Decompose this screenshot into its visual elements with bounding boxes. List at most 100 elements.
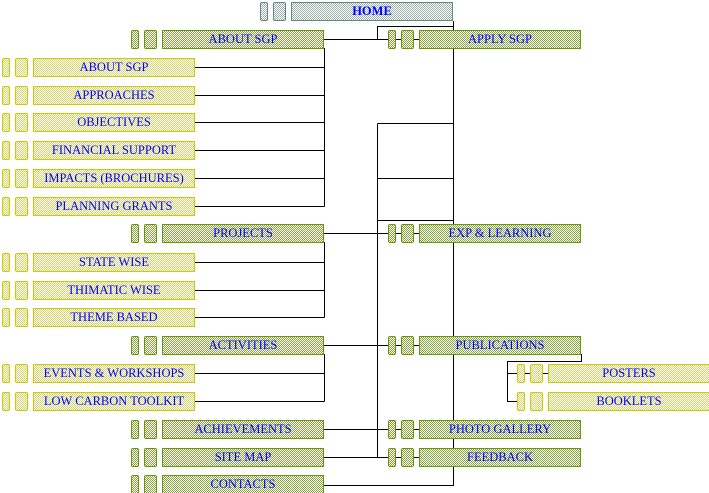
node-apply-sgp: APPLY SGP [388,30,588,49]
link-feedback[interactable]: FEEDBACK [419,448,581,467]
node-planning-grants: PLANNING GRANTS [2,197,202,216]
link-about-sgp[interactable]: ABOUT SGP [33,58,195,77]
node-approaches: APPROACHES [2,86,202,105]
bullet-icon [517,364,525,383]
link-contacts[interactable]: CONTACTS [162,475,324,493]
bullet-icon [2,86,10,105]
bullet-icon [15,253,28,272]
node-posters: POSTERS [517,364,709,383]
bullet-icon [388,224,396,243]
node-exp-learning: EXP & LEARNING [388,224,588,243]
bullet-icon [15,169,28,188]
node-booklets: BOOKLETS [517,392,709,411]
node-impacts-brochures: IMPACTS (BROCHURES) [2,169,202,188]
bullet-icon [144,448,157,467]
bullet-icon [2,392,10,411]
link-financial-support[interactable]: FINANCIAL SUPPORT [33,141,195,160]
link-activities[interactable]: ACTIVITIES [162,336,324,355]
bullet-icon [401,336,414,355]
node-state-wise: STATE WISE [2,253,202,272]
node-projects: PROJECTS [131,224,331,243]
bullet-icon [2,169,10,188]
bullet-icon [15,141,28,160]
link-events-workshops[interactable]: EVENTS & WORKSHOPS [33,364,195,383]
link-state-wise[interactable]: STATE WISE [33,253,195,272]
bullet-icon [2,58,10,77]
node-about-sgp: ABOUT SGP [131,30,331,49]
bullet-icon [15,364,28,383]
bullet-icon [2,308,10,327]
bullet-icon [2,197,10,216]
bullet-icon [517,392,525,411]
node-home: HOME [260,2,460,21]
bullet-icon [144,336,157,355]
bullet-icon [401,224,414,243]
bullet-icon [388,336,396,355]
link-publications[interactable]: PUBLICATIONS [419,336,581,355]
node-achievements: ACHIEVEMENTS [131,420,331,439]
bullet-icon [144,224,157,243]
bullet-icon [2,253,10,272]
link-low-carbon-toolkit[interactable]: LOW CARBON TOOLKIT [33,392,195,411]
node-activities: ACTIVITIES [131,336,331,355]
bullet-icon [131,30,139,49]
bullet-icon [2,281,10,300]
node-photo-gallery: PHOTO GALLERY [388,420,588,439]
bullet-icon [388,30,396,49]
node-feedback: FEEDBACK [388,448,588,467]
node-objectives: OBJECTIVES [2,113,202,132]
bullet-icon [401,30,414,49]
link-projects[interactable]: PROJECTS [162,224,324,243]
bullet-icon [15,113,28,132]
bullet-icon [15,392,28,411]
bullet-icon [131,420,139,439]
bullet-icon [144,475,157,493]
link-booklets[interactable]: BOOKLETS [548,392,709,411]
bullet-icon [15,58,28,77]
bullet-icon [2,364,10,383]
bullet-icon [131,448,139,467]
link-about-sgp[interactable]: ABOUT SGP [162,30,324,49]
link-planning-grants[interactable]: PLANNING GRANTS [33,197,195,216]
link-apply-sgp[interactable]: APPLY SGP [419,30,581,49]
bullet-icon [144,420,157,439]
node-financial-support: FINANCIAL SUPPORT [2,141,202,160]
node-theme-based: THEME BASED [2,308,202,327]
link-approaches[interactable]: APPROACHES [33,86,195,105]
link-objectives[interactable]: OBJECTIVES [33,113,195,132]
bullet-icon [15,308,28,327]
link-achievements[interactable]: ACHIEVEMENTS [162,420,324,439]
link-home[interactable]: HOME [291,2,453,21]
link-photo-gallery[interactable]: PHOTO GALLERY [419,420,581,439]
link-posters[interactable]: POSTERS [548,364,709,383]
bullet-icon [530,392,543,411]
link-exp-learning[interactable]: EXP & LEARNING [419,224,581,243]
bullet-icon [15,197,28,216]
bullet-icon [131,336,139,355]
link-impacts-brochures[interactable]: IMPACTS (BROCHURES) [33,169,195,188]
bullet-icon [2,113,10,132]
bullet-icon [15,281,28,300]
bullet-icon [401,420,414,439]
bullet-icon [401,448,414,467]
node-contacts: CONTACTS [131,475,331,493]
node-about-sgp: ABOUT SGP [2,58,202,77]
bullet-icon [260,2,268,21]
bullet-icon [388,420,396,439]
node-thimatic-wise: THIMATIC WISE [2,281,202,300]
bullet-icon [131,224,139,243]
bullet-icon [2,141,10,160]
bullet-icon [144,30,157,49]
bullet-icon [530,364,543,383]
node-site-map: SITE MAP [131,448,331,467]
node-low-carbon-toolkit: LOW CARBON TOOLKIT [2,392,202,411]
node-publications: PUBLICATIONS [388,336,588,355]
bullet-icon [388,448,396,467]
link-thimatic-wise[interactable]: THIMATIC WISE [33,281,195,300]
bullet-icon [273,2,286,21]
node-events-workshops: EVENTS & WORKSHOPS [2,364,202,383]
link-theme-based[interactable]: THEME BASED [33,308,195,327]
bullet-icon [131,475,139,493]
link-site-map[interactable]: SITE MAP [162,448,324,467]
